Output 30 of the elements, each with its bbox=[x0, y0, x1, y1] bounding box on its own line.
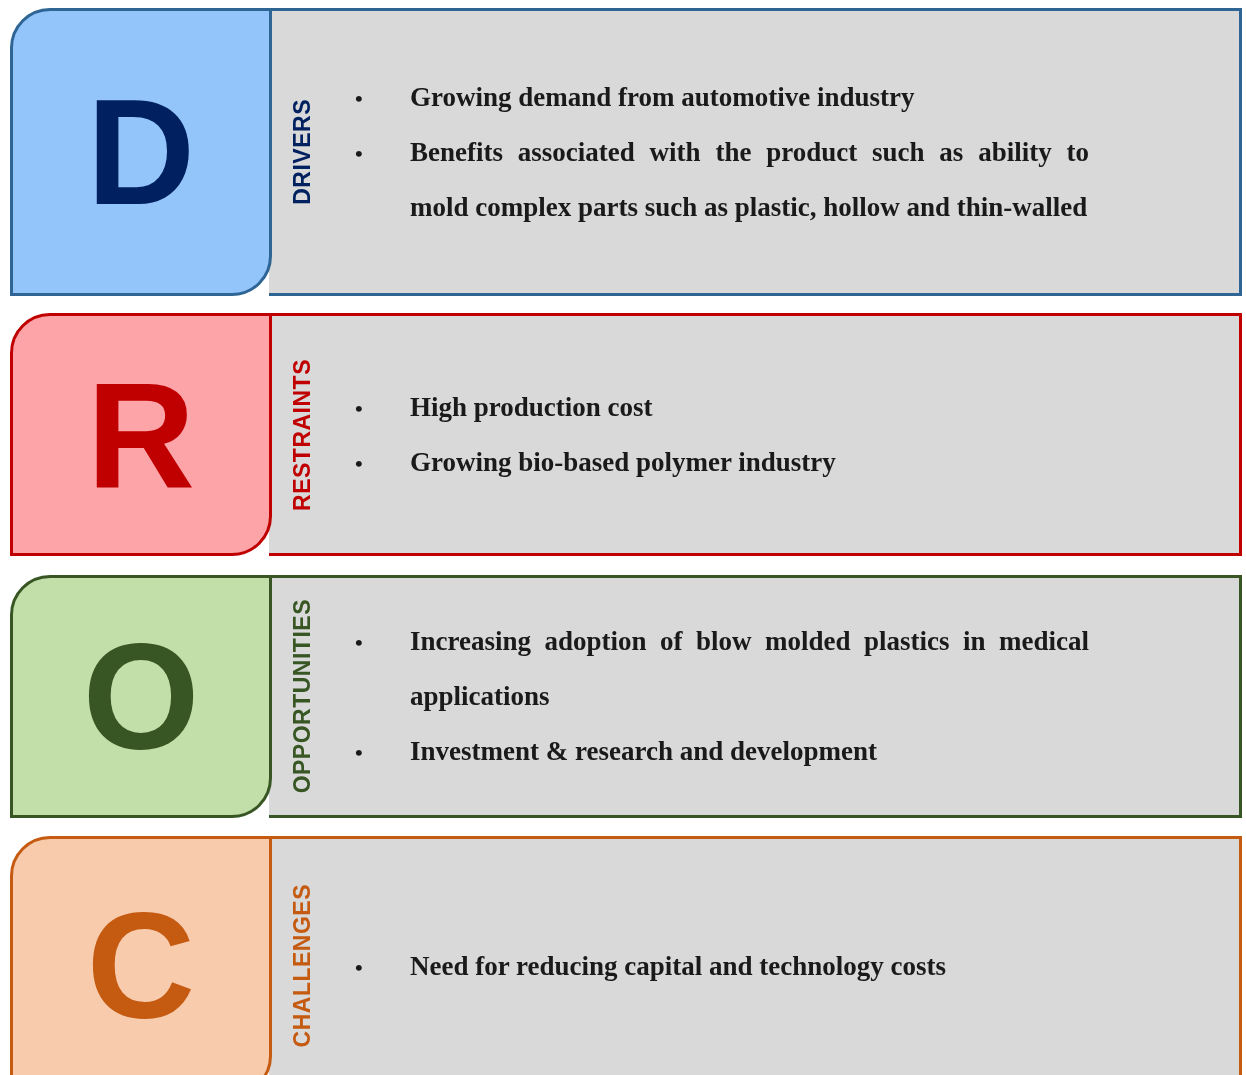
category-panel bbox=[269, 836, 1242, 1075]
category-heading: OPPORTUNITIES bbox=[289, 599, 316, 794]
bullet-mark: • bbox=[355, 450, 364, 477]
bullet-text: Growing bio-based polymer industry bbox=[410, 445, 836, 479]
category-heading: RESTRAINTS bbox=[289, 358, 316, 511]
letter-tile bbox=[10, 313, 272, 556]
initial-letter: R bbox=[86, 359, 196, 510]
bullet-mark: • bbox=[355, 630, 364, 656]
letter-tile bbox=[10, 836, 272, 1075]
initial-letter: D bbox=[86, 77, 196, 227]
category-panel bbox=[269, 8, 1242, 296]
initial-letter: C bbox=[86, 891, 196, 1041]
category-panel bbox=[269, 313, 1242, 556]
bullet-text: Need for reducing capital and technology costs bbox=[410, 949, 946, 983]
bullet-mark: • bbox=[355, 954, 364, 981]
category-heading: CHALLENGES bbox=[289, 884, 316, 1048]
bullet-text: High production cost bbox=[410, 390, 653, 424]
bullet-text: Growing demand from automotive industry bbox=[410, 80, 915, 114]
category-heading: DRIVERS bbox=[289, 99, 316, 205]
bullet-text: Increasing adoption of blow molded plastics in medical applications bbox=[410, 625, 1089, 713]
bullet-mark: • bbox=[355, 740, 364, 766]
letter-tile bbox=[10, 8, 272, 296]
bullet-mark: • bbox=[355, 140, 364, 167]
bullet-mark: • bbox=[355, 395, 364, 422]
category-panel bbox=[269, 575, 1242, 818]
bullet-mark: • bbox=[355, 85, 364, 112]
initial-letter: O bbox=[82, 621, 200, 772]
bullet-text: Investment & research and development bbox=[410, 735, 877, 768]
bullet-text: Benefits associated with the product such as ability to mold complex parts such as plastic, hollow and thin-walled bbox=[410, 135, 1089, 224]
letter-tile bbox=[10, 575, 272, 818]
